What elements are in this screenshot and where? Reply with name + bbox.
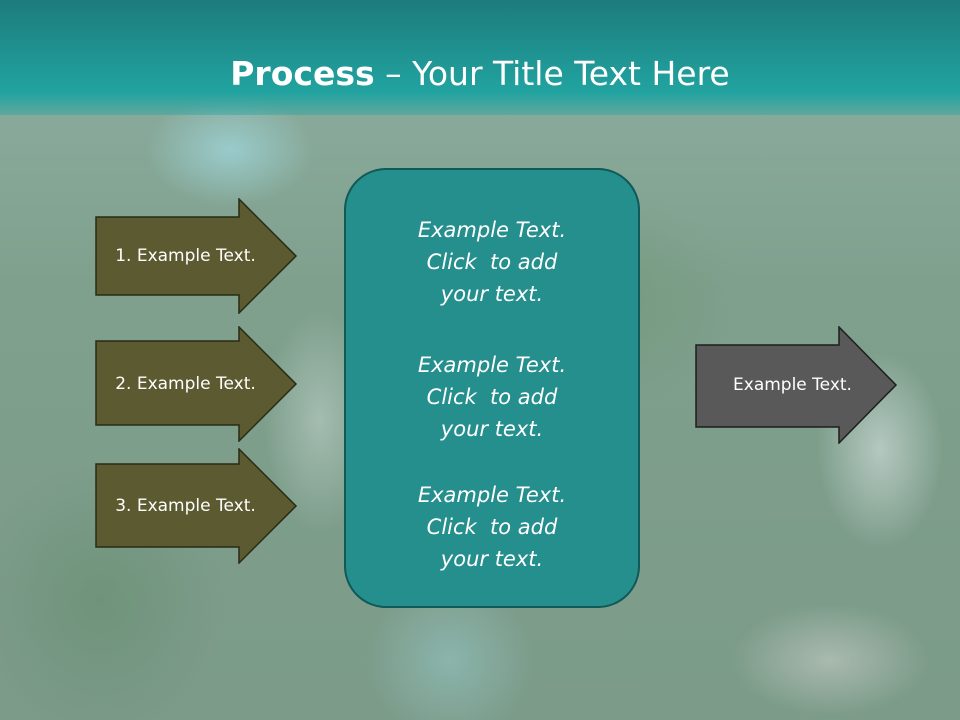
center-text-block-1: Example Text. Click to add your text.	[346, 214, 638, 310]
block-1-line-2: Click to add	[426, 250, 558, 274]
block-1-line-3: your text.	[440, 282, 544, 306]
block-2-line-2: Click to add	[426, 385, 558, 409]
right-arrow[interactable]: Example Text.	[695, 326, 898, 444]
title-bold: Process	[230, 54, 375, 93]
block-3-line-1: Example Text.	[417, 483, 567, 507]
left-arrow-3[interactable]: 3. Example Text.	[95, 448, 298, 564]
title-bar	[0, 0, 960, 115]
block-2-line-1: Example Text.	[417, 353, 567, 377]
arrow-shape-icon	[95, 198, 298, 314]
block-3-line-2: Click to add	[426, 515, 558, 539]
left-arrow-1[interactable]: 1. Example Text.	[95, 198, 298, 314]
block-2-line-3: your text.	[440, 417, 544, 441]
center-text-block-3: Example Text. Click to add your text.	[346, 479, 638, 575]
left-arrow-2[interactable]: 2. Example Text.	[95, 326, 298, 442]
left-arrow-2-label: 2. Example Text.	[115, 374, 256, 394]
left-arrow-1-label: 1. Example Text.	[115, 246, 256, 266]
center-text-block-2: Example Text. Click to add your text.	[346, 349, 638, 445]
arrow-shape-icon	[95, 448, 298, 564]
left-arrow-3-label: 3. Example Text.	[115, 496, 256, 516]
block-1-line-1: Example Text.	[417, 218, 567, 242]
arrow-shape-icon	[695, 326, 898, 444]
arrow-shape-icon	[95, 326, 298, 442]
slide-title: Process – Your Title Text Here	[0, 52, 960, 96]
right-arrow-label: Example Text.	[733, 375, 852, 395]
center-text-box[interactable]: Example Text. Click to add your text. Ex…	[344, 168, 640, 608]
block-3-line-3: your text.	[440, 547, 544, 571]
title-rest: – Your Title Text Here	[374, 54, 730, 93]
